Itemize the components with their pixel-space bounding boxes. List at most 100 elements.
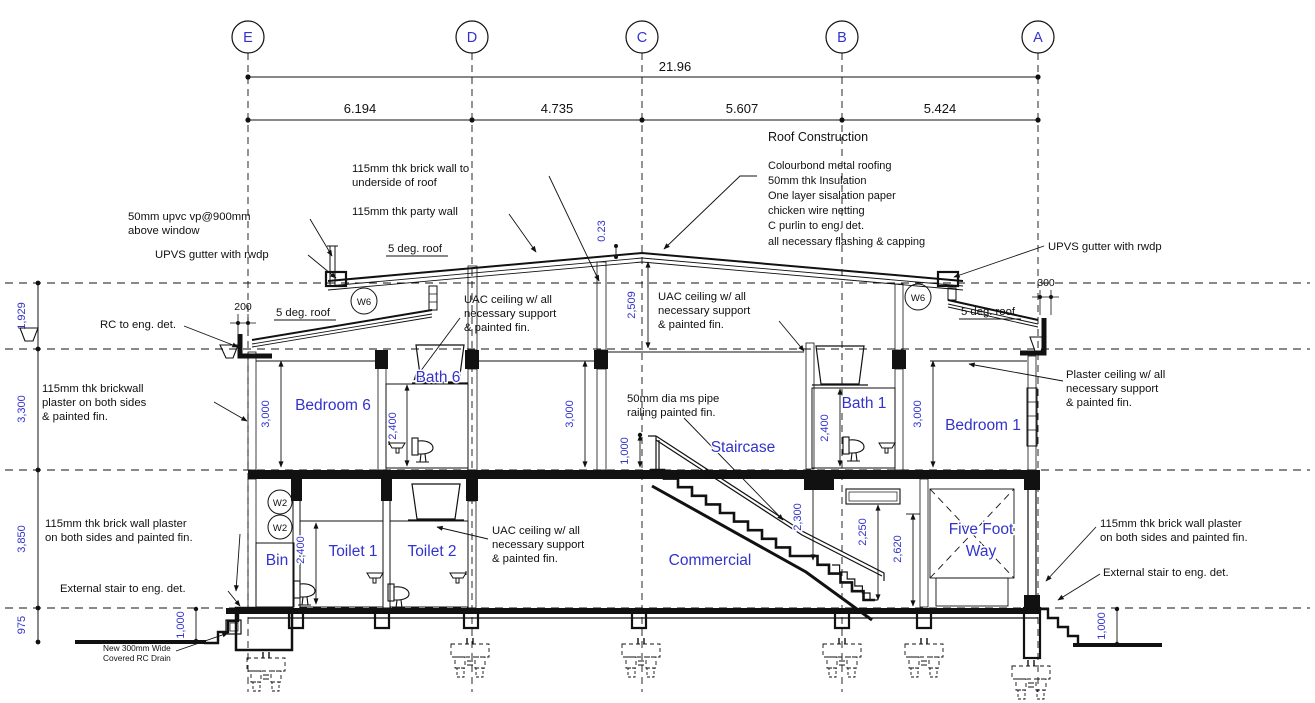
note-uac2-1: UAC ceiling w/ all xyxy=(658,291,746,303)
annotations: 115mm thk brick wall to underside of roo… xyxy=(42,130,1248,663)
roof-porch-left xyxy=(219,245,438,359)
roof-note-2: 50mm thk Insulation xyxy=(768,175,866,187)
dim-eave-right: 300 xyxy=(1037,277,1055,289)
roof-note-3: One layer sisalation paper xyxy=(768,190,896,202)
annotation-leaders xyxy=(175,175,1101,652)
room-five-foot-1: Five Foot xyxy=(949,521,1014,538)
stair-railing xyxy=(655,435,885,581)
grid-label-e: E xyxy=(243,30,253,46)
datum-level-lines xyxy=(5,282,1310,609)
dim-eave-left: 200 xyxy=(234,301,252,313)
note-uac1-2: necessary support xyxy=(464,308,557,320)
note-vp-1: 50mm upvc vp@900mm xyxy=(128,211,251,223)
grid-label-c: C xyxy=(637,30,647,46)
room-bedroom1: Bedroom 1 xyxy=(945,417,1021,434)
rwdp-hopper-left-far xyxy=(19,327,39,342)
external-stair-left xyxy=(204,608,250,645)
dim-bay-dc: 4.735 xyxy=(541,101,574,116)
note-pipe-2: railing painted fin. xyxy=(627,407,716,419)
grid-bubbles: E D C B A xyxy=(231,20,1055,54)
note-plaster-3: & painted fin. xyxy=(1066,397,1132,409)
room-five-foot-2: Way xyxy=(966,543,997,560)
stair-far-flight xyxy=(832,564,878,601)
note-brickwall-2: plaster on both sides xyxy=(42,397,147,409)
dim-ridge-height: 2,509 xyxy=(626,291,638,319)
water-tank-toilet2 xyxy=(408,483,464,521)
five-foot-way-group xyxy=(929,488,1015,607)
grid-label-b: B xyxy=(837,30,847,46)
room-labels: Bedroom 6 Bath 6 Staircase Bath 1 Bedroo… xyxy=(264,368,1022,571)
note-ext-stair-right: External stair to eng. det. xyxy=(1103,567,1229,579)
room-bath6: Bath 6 xyxy=(416,369,461,386)
note-brickwall-3: & painted fin. xyxy=(42,411,108,423)
note-brick-plaster-left-1: 115mm thk brick wall plaster xyxy=(45,518,187,530)
gutter-main-left xyxy=(324,270,348,288)
note-uac1-3: & painted fin. xyxy=(464,322,530,334)
left-foundation xyxy=(234,606,294,652)
dim-bath1-height: 2,400 xyxy=(819,414,831,442)
dim-headroom2: 2,250 xyxy=(857,518,869,546)
dim-stair-left: 1,000 xyxy=(175,611,187,639)
floor-slabs xyxy=(226,470,1051,700)
stair-steps xyxy=(650,468,875,602)
first-floor-slab xyxy=(248,470,1038,479)
clerestory-window-right xyxy=(947,287,957,301)
dim-stair-right: 1,000 xyxy=(1096,612,1108,640)
roof-note-6: all necessary flashing & capping xyxy=(768,236,925,248)
grid-lines xyxy=(247,53,1039,692)
vertical-dimensions: 3,000 2,400 3,000 2,509 0.23 1,000 2,400… xyxy=(174,219,1120,647)
note-plaster-1: Plaster ceiling w/ all xyxy=(1066,369,1165,381)
dim-bed1-height: 3,000 xyxy=(912,400,924,428)
tag-w6-right: W6 xyxy=(911,293,925,304)
dim-bay-ba: 5.424 xyxy=(924,101,957,116)
toilet1-tiling xyxy=(299,520,384,608)
staircase-group xyxy=(648,435,885,622)
note-deg-roof-left: 5 deg. roof xyxy=(276,307,331,319)
dim-bay-ed: 6.194 xyxy=(344,101,377,116)
bath6-tiling xyxy=(385,383,469,469)
vent-pipe xyxy=(327,245,338,285)
note-pipe-1: 50mm dia ms pipe xyxy=(627,393,719,405)
note-brick-plaster-left-2: on both sides and painted fin. xyxy=(45,532,193,544)
note-uac3-2: necessary support xyxy=(492,539,585,551)
dim-bed6-height: 3,000 xyxy=(260,400,272,428)
note-gutter-right: UPVS gutter with rwdp xyxy=(1048,241,1162,253)
room-staircase: Staircase xyxy=(711,439,776,456)
room-bedroom6: Bedroom 6 xyxy=(295,397,371,414)
room-toilet1: Toilet 1 xyxy=(328,543,377,560)
note-brick-to-roof-2: underside of roof xyxy=(352,177,438,189)
bath1-tiling xyxy=(811,387,896,469)
note-rc-eng: RC to eng. det. xyxy=(100,319,176,331)
rwdp-hopper-porch-left xyxy=(219,344,239,359)
level-dim-975: 975 xyxy=(16,616,28,634)
window-tags: W6 W6 W2 W2 xyxy=(267,283,932,540)
level-dim-3300: 3,300 xyxy=(16,395,28,423)
note-gutter-left: UPVS gutter with rwdp xyxy=(155,249,269,261)
external-stair-right xyxy=(1038,607,1080,645)
note-brickwall-1: 115mm thk brickwall xyxy=(42,383,144,395)
dim-toilet-height: 2,400 xyxy=(295,536,307,564)
note-brick-plaster-right-1: 115mm thk brick wall plaster xyxy=(1100,518,1242,530)
room-bath1: Bath 1 xyxy=(842,395,887,412)
toilet2-tiling xyxy=(389,520,469,608)
rwdp-hopper-porch-right xyxy=(1029,336,1047,352)
dim-rail-height: 1,000 xyxy=(619,437,631,465)
fanlight-vent xyxy=(845,488,901,505)
left-level-chain: 1,929 3,300 3,850 975 xyxy=(15,280,41,645)
note-brick-to-roof-1: 115mm thk brick wall to xyxy=(352,163,469,175)
level-dim-1929: 1,929 xyxy=(16,302,28,330)
roof-porch-right xyxy=(947,287,1047,356)
note-uac2-3: & painted fin. xyxy=(658,319,724,331)
water-tank-bath1 xyxy=(812,345,868,386)
roof-notes-title: Roof Construction xyxy=(768,130,868,144)
rc-gutter-left xyxy=(237,334,272,359)
note-vp-2: above window xyxy=(128,225,200,237)
dim-bay-cb: 5.607 xyxy=(726,101,759,116)
walls xyxy=(247,261,1040,609)
dim-ffw-height: 2,620 xyxy=(892,535,904,563)
top-dimensions: 21.96 6.194 4.735 5.607 5.424 xyxy=(245,59,1041,123)
note-uac2-2: necessary support xyxy=(658,305,751,317)
grid-label-a: A xyxy=(1033,30,1043,46)
level-dim-3850: 3,850 xyxy=(16,525,28,553)
